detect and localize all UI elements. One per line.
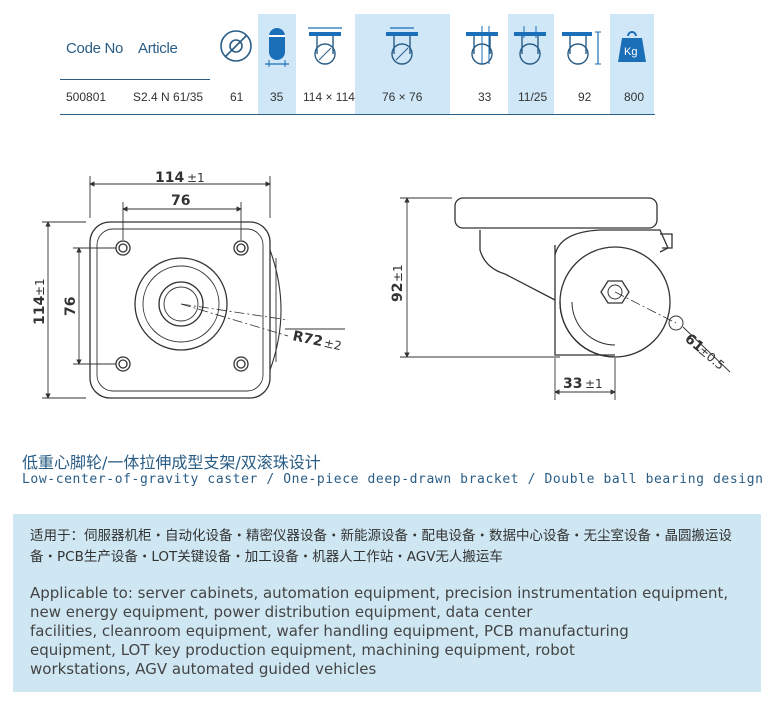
code-no-value: 500801 <box>66 90 107 104</box>
plate-height-tol: ±1 <box>33 278 47 296</box>
article-value: S2.4 N 61/35 <box>133 90 204 104</box>
header-code-no: Code No <box>66 40 124 57</box>
spec-table: Code No Article <box>0 0 774 130</box>
weight-unit-label: Kg <box>624 46 638 58</box>
plate-width-tol: ±1 <box>187 171 205 185</box>
overall-height-dim: 92 <box>390 283 406 302</box>
highlight-column-load <box>610 14 654 114</box>
plate-size-icon <box>308 27 342 65</box>
top-view-dimensions <box>42 176 345 399</box>
plate-height-dim: 114 <box>32 296 48 325</box>
wheel-diameter-value: 61 <box>230 90 244 104</box>
side-view <box>454 197 684 358</box>
offset-tol: ±1 <box>585 377 603 391</box>
side-view-dimensions <box>400 197 731 400</box>
offset-icon <box>466 26 498 65</box>
applicable-chinese: 适用于：伺服器机柜・自动化设备・精密仪器设备・新能源设备・配电设备・数据中心设备… <box>30 528 732 565</box>
height-icon <box>562 31 601 65</box>
row-divider <box>60 114 655 115</box>
wheel-dia-tol: ±0.5 <box>696 343 727 372</box>
hole-spacing-v-dim: 76 <box>63 297 79 316</box>
plate-width-dim: 114 <box>155 170 184 186</box>
weight-icon <box>618 31 646 62</box>
top-view <box>89 221 289 399</box>
technical-drawing: 114 ±1 76 114 ±1 76 R72 ±2 92 ±1 33 <box>32 170 731 400</box>
caption-chinese: 低重心脚轮/一体拉伸成型支架/双滚珠设计 <box>22 453 321 472</box>
offset-dim: 33 <box>563 376 582 392</box>
bolt-hole-value: 11/25 <box>518 90 548 104</box>
caption-english: Low-center-of-gravity caster / One-piece… <box>22 472 764 487</box>
load-value: 800 <box>624 90 645 104</box>
overall-height-tol: ±1 <box>391 264 405 282</box>
swivel-radius-tol: ±2 <box>323 336 343 353</box>
bolt-hole-icon <box>514 26 546 65</box>
applicable-box: 适用于：伺服器机柜・自动化设备・精密仪器设备・新能源设备・配电设备・数据中心设备… <box>13 514 761 692</box>
hole-spacing-icon <box>386 27 418 65</box>
wheel-width-icon <box>265 28 289 67</box>
swivel-radius-dim: R72 <box>291 328 324 350</box>
applicable-english: Applicable to: server cabinets, automati… <box>30 584 729 678</box>
wheel-diameter-icon <box>220 30 252 62</box>
offset-value: 33 <box>478 90 492 104</box>
header-article: Article <box>138 40 178 57</box>
wheel-width-value: 35 <box>270 90 284 104</box>
height-value: 92 <box>578 90 592 104</box>
plate-size-value: 114 × 114 <box>303 90 355 104</box>
hole-spacing-value: 76 × 76 <box>382 90 423 104</box>
header-divider <box>60 79 210 80</box>
hole-spacing-h-dim: 76 <box>171 193 190 209</box>
